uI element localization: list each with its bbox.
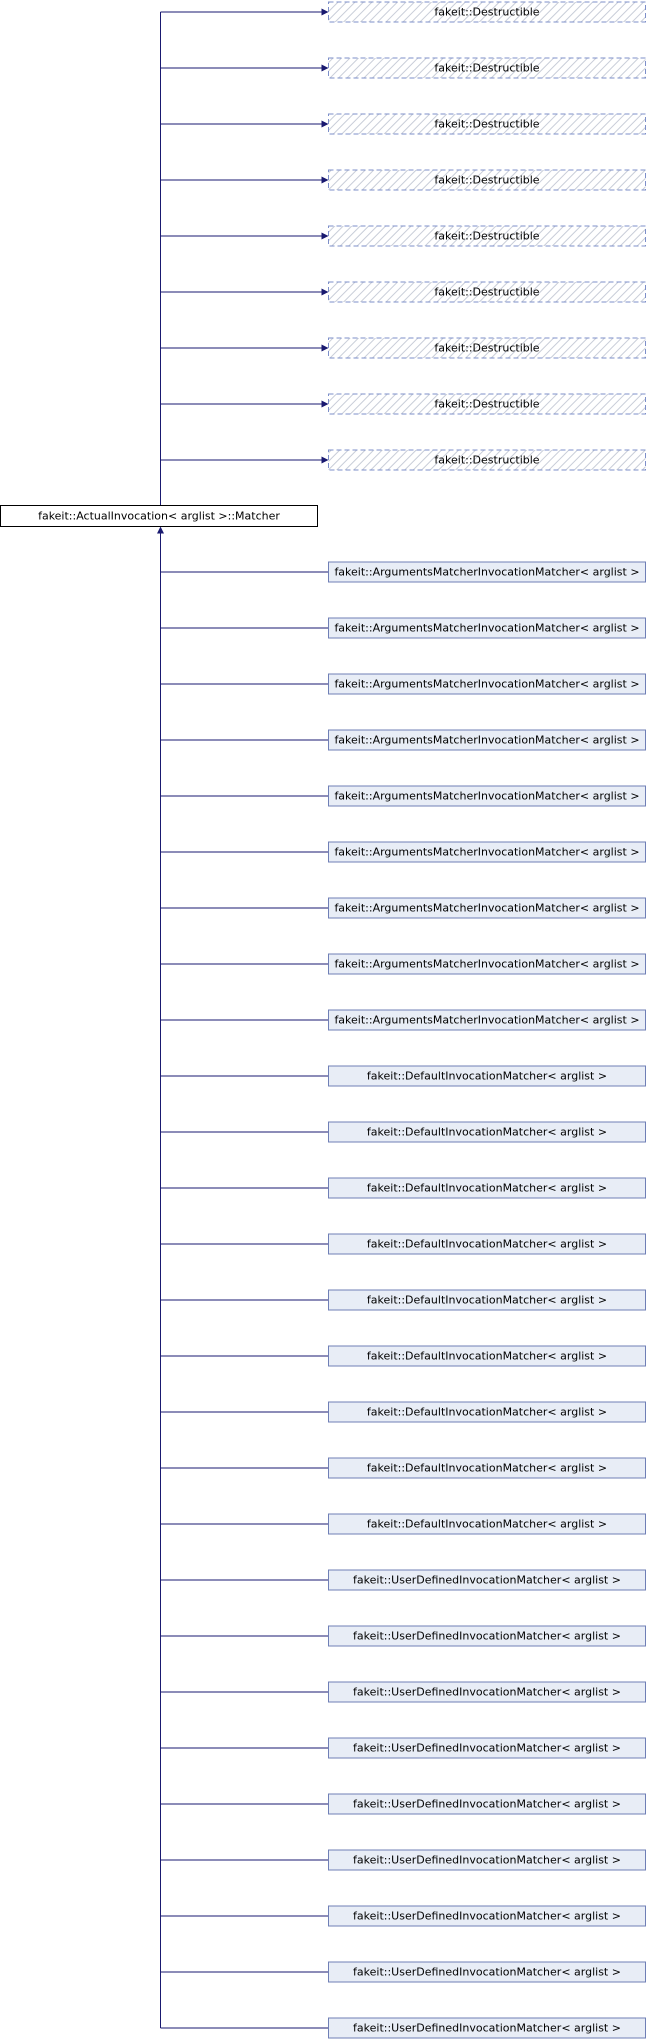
derived-node-label: fakeit::DefaultInvocationMatcher< arglis… (367, 1294, 607, 1307)
derived-node-label: fakeit::ArgumentsMatcherInvocationMatche… (334, 678, 639, 691)
derived-node-label: fakeit::ArgumentsMatcherInvocationMatche… (334, 790, 639, 803)
derived-node[interactable]: fakeit::DefaultInvocationMatcher< arglis… (328, 1233, 646, 1255)
base-node-label: fakeit::Destructible (434, 398, 539, 411)
derived-node-label: fakeit::UserDefinedInvocationMatcher< ar… (353, 1630, 621, 1643)
derived-node-label: fakeit::DefaultInvocationMatcher< arglis… (367, 1462, 607, 1475)
derived-node[interactable]: fakeit::ArgumentsMatcherInvocationMatche… (328, 617, 646, 639)
base-node-box (328, 281, 646, 303)
derived-node-label: fakeit::UserDefinedInvocationMatcher< ar… (353, 1966, 621, 1979)
derived-node[interactable]: fakeit::UserDefinedInvocationMatcher< ar… (328, 1849, 646, 1871)
derived-node-label: fakeit::ArgumentsMatcherInvocationMatche… (334, 734, 639, 747)
derived-node[interactable]: fakeit::UserDefinedInvocationMatcher< ar… (328, 1569, 646, 1591)
derived-node[interactable]: fakeit::ArgumentsMatcherInvocationMatche… (328, 897, 646, 919)
derived-node[interactable]: fakeit::ArgumentsMatcherInvocationMatche… (328, 953, 646, 975)
derived-node[interactable]: fakeit::ArgumentsMatcherInvocationMatche… (328, 673, 646, 695)
derived-node[interactable]: fakeit::ArgumentsMatcherInvocationMatche… (328, 561, 646, 583)
derived-node[interactable]: fakeit::UserDefinedInvocationMatcher< ar… (328, 1681, 646, 1703)
derived-node-label: fakeit::DefaultInvocationMatcher< arglis… (367, 1182, 607, 1195)
base-node-box (328, 337, 646, 359)
derived-node-label: fakeit::ArgumentsMatcherInvocationMatche… (334, 846, 639, 859)
base-node-label: fakeit::Destructible (434, 118, 539, 131)
derived-node-label: fakeit::DefaultInvocationMatcher< arglis… (367, 1126, 607, 1139)
center-node-group: fakeit::ActualInvocation< arglist >::Mat… (0, 505, 318, 527)
base-node-label: fakeit::Destructible (434, 230, 539, 243)
edges (157, 8, 329, 2029)
derived-node-label: fakeit::DefaultInvocationMatcher< arglis… (367, 1070, 607, 1083)
base-node-label: fakeit::Destructible (434, 342, 539, 355)
derived-class-nodes: fakeit::ArgumentsMatcherInvocationMatche… (328, 561, 646, 2039)
derived-node[interactable]: fakeit::ArgumentsMatcherInvocationMatche… (328, 841, 646, 863)
derived-node-label: fakeit::ArgumentsMatcherInvocationMatche… (334, 1014, 639, 1027)
derived-node-label: fakeit::ArgumentsMatcherInvocationMatche… (334, 902, 639, 915)
derived-node-label: fakeit::ArgumentsMatcherInvocationMatche… (334, 622, 639, 635)
derived-node[interactable]: fakeit::UserDefinedInvocationMatcher< ar… (328, 1625, 646, 1647)
base-arrowhead (321, 64, 329, 72)
base-node-label: fakeit::Destructible (434, 286, 539, 299)
derived-node[interactable]: fakeit::DefaultInvocationMatcher< arglis… (328, 1065, 646, 1087)
derived-node[interactable]: fakeit::DefaultInvocationMatcher< arglis… (328, 1457, 646, 1479)
base-node-box (328, 449, 646, 471)
base-arrowhead (321, 232, 329, 240)
derived-node-label: fakeit::ArgumentsMatcherInvocationMatche… (334, 566, 639, 579)
derived-node[interactable]: fakeit::UserDefinedInvocationMatcher< ar… (328, 1737, 646, 1759)
derived-node-label: fakeit::UserDefinedInvocationMatcher< ar… (353, 1910, 621, 1923)
center-node-label: fakeit::ActualInvocation< arglist >::Mat… (38, 510, 280, 523)
derived-node-label: fakeit::UserDefinedInvocationMatcher< ar… (353, 1798, 621, 1811)
center-class-node: fakeit::ActualInvocation< arglist >::Mat… (0, 505, 318, 527)
base-arrowhead (321, 344, 329, 352)
derived-node[interactable]: fakeit::UserDefinedInvocationMatcher< ar… (328, 2017, 646, 2039)
base-node: fakeit::Destructible (328, 449, 646, 471)
base-node-box (328, 57, 646, 79)
base-node: fakeit::Destructible (328, 57, 646, 79)
derived-node-label: fakeit::UserDefinedInvocationMatcher< ar… (353, 1574, 621, 1587)
derived-node-label: fakeit::DefaultInvocationMatcher< arglis… (367, 1350, 607, 1363)
derived-node-label: fakeit::UserDefinedInvocationMatcher< ar… (353, 1686, 621, 1699)
derived-node-label: fakeit::ArgumentsMatcherInvocationMatche… (334, 958, 639, 971)
derived-node[interactable]: fakeit::ArgumentsMatcherInvocationMatche… (328, 785, 646, 807)
derived-node-label: fakeit::UserDefinedInvocationMatcher< ar… (353, 2022, 621, 2035)
base-node: fakeit::Destructible (328, 281, 646, 303)
center-node-box (0, 505, 318, 527)
base-arrowhead (321, 456, 329, 464)
base-node: fakeit::Destructible (328, 1, 646, 23)
base-node: fakeit::Destructible (328, 225, 646, 247)
base-node: fakeit::Destructible (328, 113, 646, 135)
derived-node[interactable]: fakeit::UserDefinedInvocationMatcher< ar… (328, 1905, 646, 1927)
derived-node[interactable]: fakeit::DefaultInvocationMatcher< arglis… (328, 1513, 646, 1535)
derived-node-label: fakeit::DefaultInvocationMatcher< arglis… (367, 1518, 607, 1531)
base-node: fakeit::Destructible (328, 337, 646, 359)
base-arrowhead (321, 120, 329, 128)
base-node-box (328, 225, 646, 247)
base-node-box (328, 393, 646, 415)
derived-node-label: fakeit::DefaultInvocationMatcher< arglis… (367, 1406, 607, 1419)
derived-node-label: fakeit::UserDefinedInvocationMatcher< ar… (353, 1742, 621, 1755)
base-class-nodes: fakeit::Destructiblefakeit::Destructible… (328, 1, 646, 471)
derived-node[interactable]: fakeit::ArgumentsMatcherInvocationMatche… (328, 1009, 646, 1031)
base-node-label: fakeit::Destructible (434, 62, 539, 75)
base-node-label: fakeit::Destructible (434, 174, 539, 187)
derived-node-label: fakeit::UserDefinedInvocationMatcher< ar… (353, 1854, 621, 1867)
base-node-box (328, 113, 646, 135)
base-arrowhead (321, 288, 329, 296)
base-arrowhead (321, 176, 329, 184)
derived-node[interactable]: fakeit::DefaultInvocationMatcher< arglis… (328, 1345, 646, 1367)
derived-node[interactable]: fakeit::DefaultInvocationMatcher< arglis… (328, 1121, 646, 1143)
base-node-label: fakeit::Destructible (434, 454, 539, 467)
base-node: fakeit::Destructible (328, 393, 646, 415)
base-arrowhead (321, 8, 329, 16)
derived-node[interactable]: fakeit::UserDefinedInvocationMatcher< ar… (328, 1961, 646, 1983)
base-node-box (328, 1, 646, 23)
derived-node[interactable]: fakeit::DefaultInvocationMatcher< arglis… (328, 1401, 646, 1423)
center-arrowhead (157, 526, 164, 534)
base-node-box (328, 169, 646, 191)
base-arrowhead (321, 400, 329, 408)
base-node-label: fakeit::Destructible (434, 6, 539, 19)
derived-node[interactable]: fakeit::DefaultInvocationMatcher< arglis… (328, 1177, 646, 1199)
derived-node[interactable]: fakeit::UserDefinedInvocationMatcher< ar… (328, 1793, 646, 1815)
derived-node[interactable]: fakeit::ArgumentsMatcherInvocationMatche… (328, 729, 646, 751)
base-node: fakeit::Destructible (328, 169, 646, 191)
derived-node[interactable]: fakeit::DefaultInvocationMatcher< arglis… (328, 1289, 646, 1311)
derived-node-label: fakeit::DefaultInvocationMatcher< arglis… (367, 1238, 607, 1251)
